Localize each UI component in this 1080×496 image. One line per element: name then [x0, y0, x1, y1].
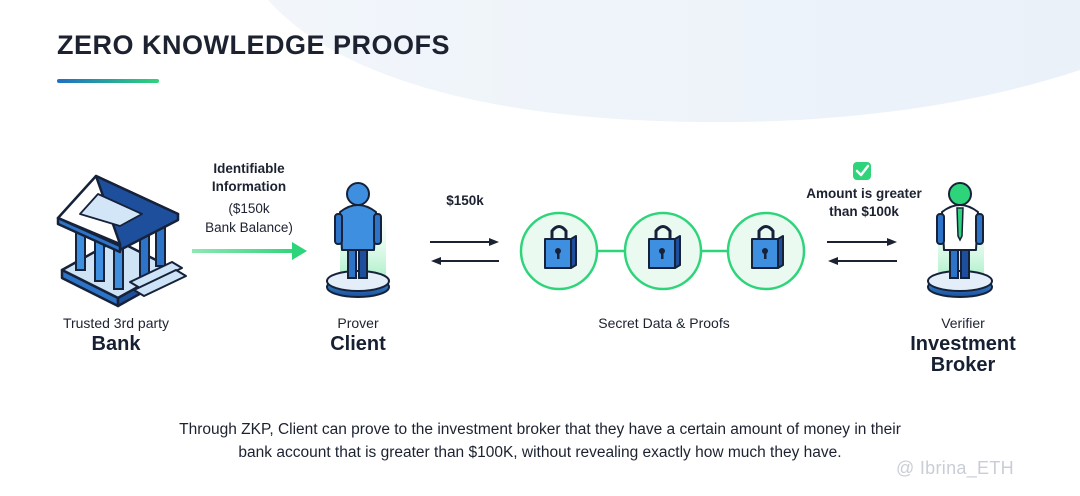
identifiable-info-label: Identifiable Information [190, 160, 308, 196]
watermark: @ Ibrina_ETH [896, 458, 1014, 478]
identifiable-line4: Bank Balance) [205, 220, 293, 235]
check-icon [853, 162, 871, 180]
result-line1: Amount is greater [806, 186, 922, 201]
client-role: Prover [337, 315, 379, 331]
secret-data-label: Secret Data & Proofs [598, 315, 730, 331]
identifiable-line3: ($150k [228, 201, 270, 216]
verifier-name-line2: Broker [930, 354, 996, 376]
client-name: Client [330, 333, 386, 355]
result-line2: than $100k [829, 204, 899, 219]
identifiable-line1: Identifiable [213, 161, 285, 176]
caption: Through ZKP, Client can prove to the inv… [120, 418, 960, 464]
verifier-name: Investment Broker [893, 334, 1033, 376]
arrow-pair-client [430, 238, 499, 265]
padlock-icon [726, 211, 806, 291]
bank-name: Bank [91, 333, 141, 355]
caption-line1: Through ZKP, Client can prove to the inv… [179, 421, 901, 438]
result-label: Amount is greater than $100k [794, 185, 934, 221]
arrow-pair-verifier [827, 238, 897, 265]
title-underline [57, 79, 159, 83]
bank-icon [56, 174, 187, 308]
bank-role: Trusted 3rd party [62, 315, 170, 331]
padlock-icon [623, 211, 703, 291]
broker-person-icon [927, 182, 993, 298]
caption-line2: bank account that is greater than $100K,… [238, 444, 842, 461]
verifier-role: Verifier [941, 315, 985, 331]
page-title: ZERO KNOWLEDGE PROOFS [57, 30, 451, 60]
verifier-name-line1: Investment [910, 333, 1016, 355]
amount-label: $150k [446, 193, 484, 208]
client-person-icon [326, 182, 390, 298]
identifiable-line2: Information [211, 179, 287, 194]
arrow-right-icon [192, 242, 307, 260]
bank-balance-label: ($150k Bank Balance) [190, 199, 308, 237]
padlock-icon [519, 211, 599, 291]
